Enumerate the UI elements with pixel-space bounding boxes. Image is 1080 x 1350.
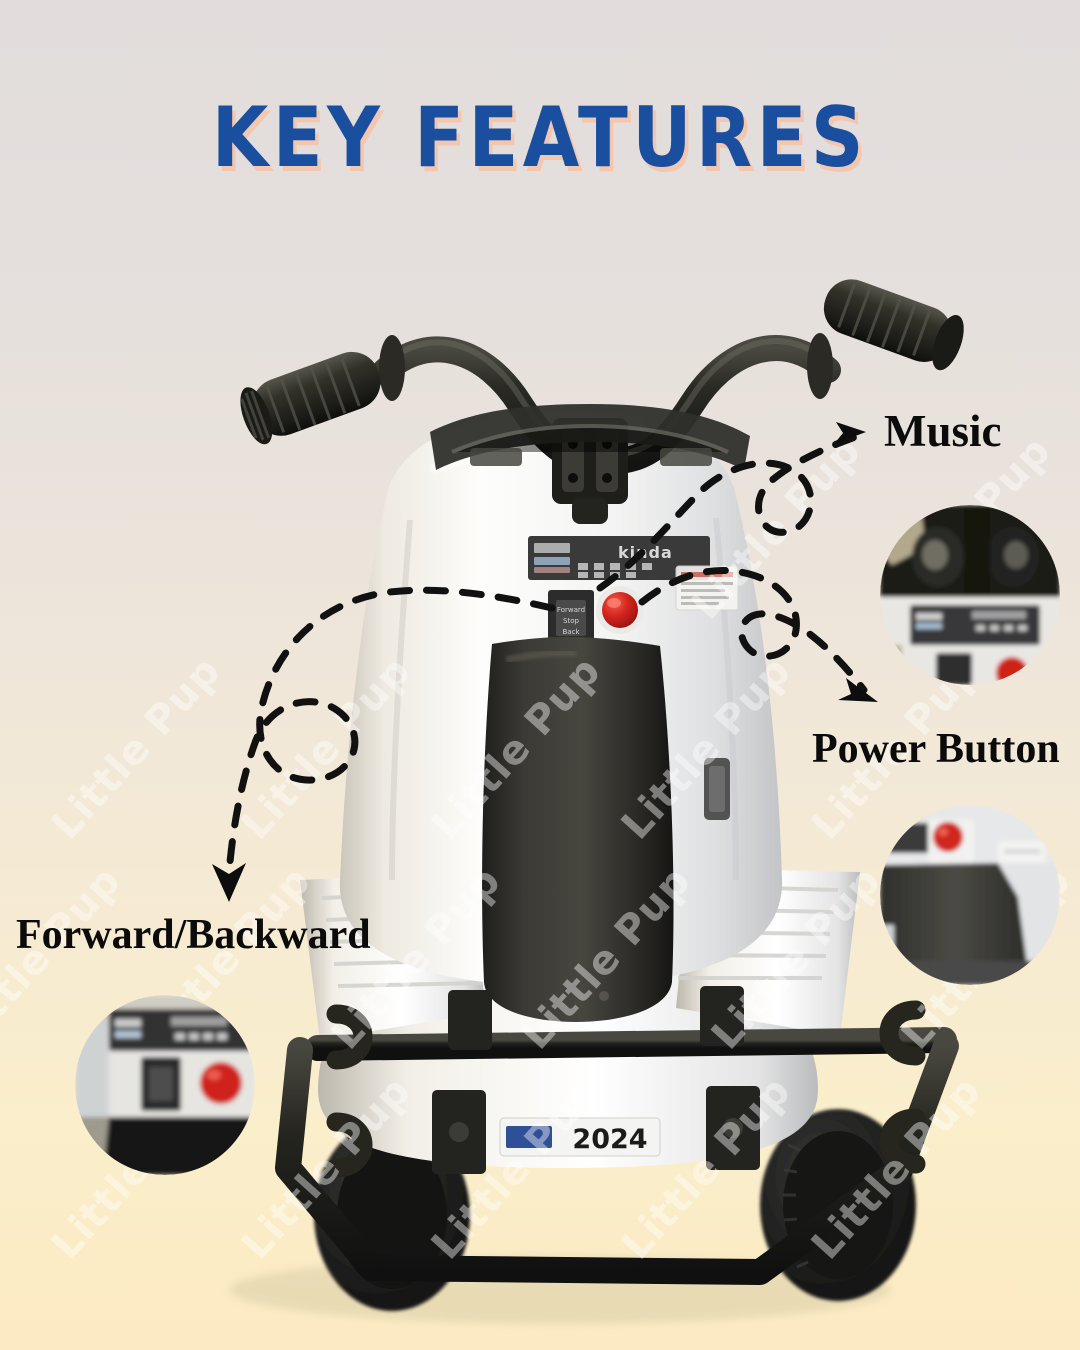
page-title-wrap: KEY FEATURES xyxy=(0,96,1080,179)
forward-backward-switch: Forward Stop Back xyxy=(548,590,594,646)
svg-text:Forward: Forward xyxy=(557,606,585,614)
page-title: KEY FEATURES xyxy=(211,89,869,186)
svg-text:Back: Back xyxy=(563,628,581,636)
inset-forward-backward-closeup xyxy=(75,995,255,1175)
front-bumper xyxy=(275,970,959,1285)
callout-label-forward-backward: Forward/Backward xyxy=(16,912,371,958)
left-grip xyxy=(240,335,405,445)
red-power-button xyxy=(596,586,644,634)
warning-sticker xyxy=(675,565,739,611)
inset-power-button-closeup xyxy=(880,805,1060,985)
console-shelf xyxy=(430,404,750,470)
inset-music-closeup xyxy=(880,505,1060,685)
handlebar xyxy=(240,279,964,524)
year-plate: 2024 xyxy=(499,1117,661,1157)
right-grip xyxy=(807,279,964,399)
svg-text:2024: 2024 xyxy=(572,1124,647,1155)
side-vent xyxy=(704,758,730,820)
callout-label-music: Music xyxy=(884,406,1002,456)
svg-text:Stop: Stop xyxy=(563,617,579,625)
callout-label-power-button: Power Button xyxy=(812,726,1060,772)
svg-text:kinda: kinda xyxy=(618,543,673,562)
seat xyxy=(482,636,674,1022)
